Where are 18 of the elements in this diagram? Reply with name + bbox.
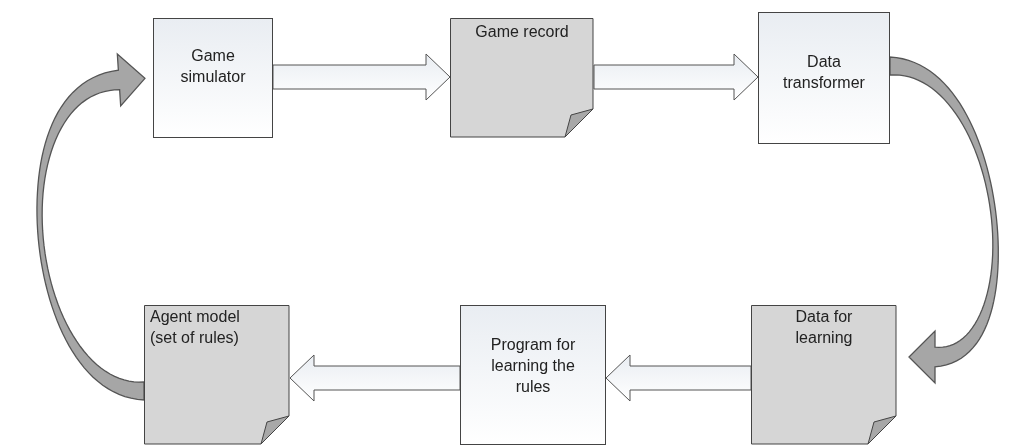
document-shape [450, 18, 594, 138]
document-shape [144, 305, 290, 445]
node-label: Data transformer [782, 52, 866, 93]
node-label: Data for learning [794, 307, 854, 348]
block-arrow [272, 53, 451, 101]
node-label: Game simulator [179, 46, 247, 87]
document-shape [751, 305, 897, 445]
curved-arrow [889, 56, 999, 385]
node-label: Game record [474, 22, 570, 42]
curved-arrow [36, 52, 146, 401]
process-box [758, 12, 890, 144]
block-arrow [289, 354, 461, 402]
block-arrow [605, 354, 752, 402]
block-arrow [593, 53, 759, 101]
node-label: Agent model (set of rules) [150, 307, 241, 348]
node-label: Program for learning the rules [489, 335, 577, 397]
process-box [460, 305, 606, 445]
process-box [153, 18, 273, 138]
